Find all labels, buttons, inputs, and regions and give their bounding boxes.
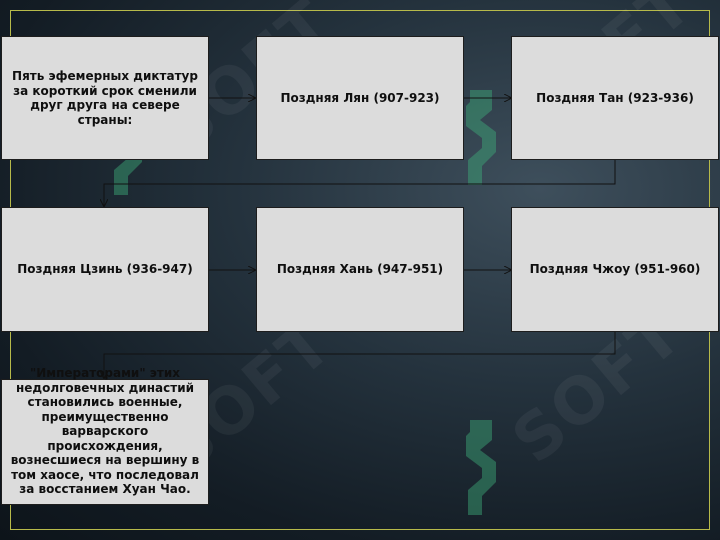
arrow-tang-to-jin xyxy=(104,160,616,206)
box-emperors-note-text: "Императорами" этих недолговечных династ… xyxy=(10,366,200,496)
box-later-han-text: Поздняя Хань (947-951) xyxy=(276,262,444,277)
arrow-zhou-to-emperors xyxy=(104,332,616,378)
box-later-jin: Поздняя Цзинь (936-947) xyxy=(1,207,209,332)
box-emperors-note: "Императорами" этих недолговечных династ… xyxy=(1,366,209,505)
box-five-dictatorships-text: Пять эфемерных диктатур за короткий срок… xyxy=(12,69,198,127)
box-later-jin-text: Поздняя Цзинь (936-947) xyxy=(17,262,193,277)
box-later-tang-text: Поздняя Тан (923-936) xyxy=(536,90,694,105)
box-later-liang-text: Поздняя Лян (907-923) xyxy=(280,90,440,105)
box-later-liang: Поздняя Лян (907-923) xyxy=(256,36,464,160)
box-later-tang: Поздняя Тан (923-936) xyxy=(511,36,719,160)
box-later-zhou: Поздняя Чжоу (951-960) xyxy=(511,207,719,332)
box-five-dictatorships: Пять эфемерных диктатур за короткий срок… xyxy=(1,36,209,160)
box-later-han: Поздняя Хань (947-951) xyxy=(256,207,464,332)
box-later-zhou-text: Поздняя Чжоу (951-960) xyxy=(529,262,701,277)
